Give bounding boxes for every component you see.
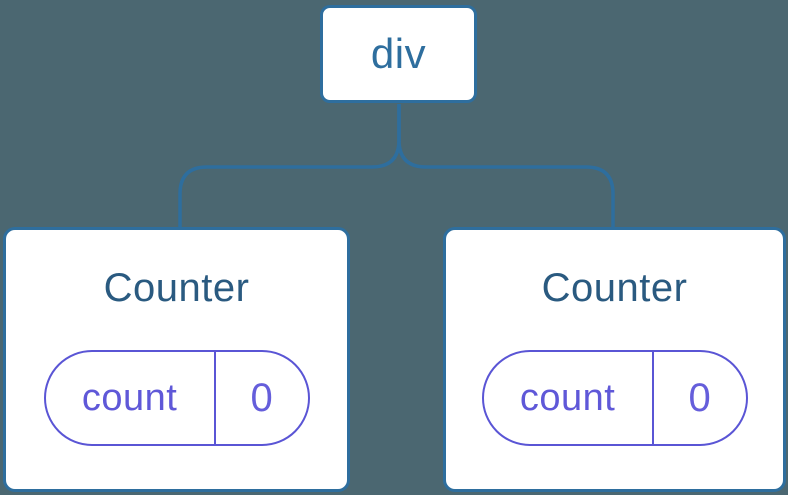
state-value-cell: 0: [654, 352, 746, 444]
state-pill: count 0: [43, 350, 310, 446]
connector-right-branch: [397, 104, 615, 229]
state-key-cell: count: [46, 352, 216, 444]
component-card-counter-1: Counter count 0: [3, 227, 350, 492]
state-pill: count 0: [481, 350, 748, 446]
root-node-div: div: [320, 5, 477, 103]
component-title: Counter: [103, 266, 250, 310]
state-key-label: count: [519, 376, 616, 419]
state-key-label: count: [81, 376, 178, 419]
state-value-label: 0: [688, 375, 711, 420]
state-key-cell: count: [484, 352, 654, 444]
component-title: Counter: [541, 266, 688, 310]
connector-left-branch: [178, 104, 401, 229]
state-value-cell: 0: [216, 352, 308, 444]
root-node-label: div: [370, 30, 427, 77]
state-value-label: 0: [250, 375, 273, 420]
component-card-counter-2: Counter count 0: [443, 227, 786, 492]
